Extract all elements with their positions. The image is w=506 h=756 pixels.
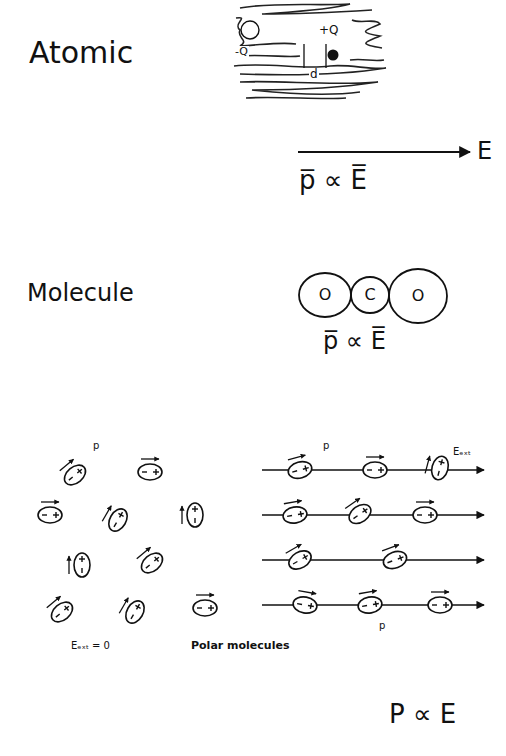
- charge-label: +Q: [318, 24, 340, 37]
- dipole-label: p: [322, 440, 330, 451]
- field-lines: [262, 470, 484, 605]
- atom-oval: C: [350, 276, 390, 314]
- field-label: Eₑₓₜ: [452, 446, 472, 457]
- dipole-label: p: [378, 620, 386, 631]
- section-title: Molecule: [26, 280, 135, 306]
- field-label: E: [476, 138, 493, 164]
- polar-molecules-random: [38, 457, 217, 626]
- polar-molecules-aligned: [281, 453, 452, 615]
- field-arrow: [298, 151, 470, 153]
- distance-label: d: [309, 68, 319, 81]
- charge-label: -Q: [234, 46, 249, 58]
- atom-symbol: C: [364, 286, 375, 304]
- electron-cloud: [234, 4, 386, 99]
- caption-label: Polar molecules: [190, 640, 290, 652]
- atom-oval: O: [298, 272, 352, 318]
- relation-label: p̅ ∝ E̅: [322, 328, 387, 354]
- relation-label: p̅ ∝ E̅: [298, 166, 368, 195]
- field-label: Eₑₓₜ = 0: [70, 640, 111, 651]
- section-title: Atomic: [28, 36, 134, 69]
- atom-symbol: O: [412, 287, 425, 305]
- atom-oval: O: [388, 268, 448, 324]
- atom-symbol: O: [319, 286, 332, 304]
- dipole-label: p: [92, 440, 100, 451]
- relation-label: P ∝ E: [388, 700, 457, 729]
